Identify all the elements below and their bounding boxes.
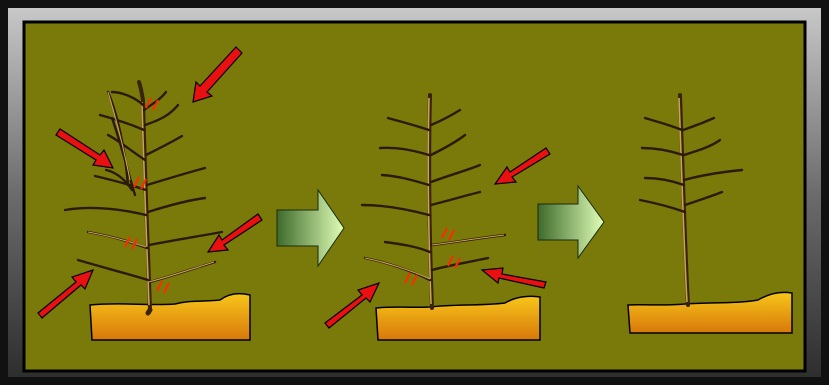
arrow-lower-right <box>480 267 547 289</box>
pointer-arrows <box>37 46 263 319</box>
panel-before-pruning <box>37 46 263 341</box>
soil-mound <box>375 295 541 341</box>
arrow-lower-left <box>37 269 95 319</box>
tree-branches <box>638 116 744 214</box>
pointer-arrows <box>324 147 551 329</box>
arrow-mid-right <box>206 213 263 253</box>
arrow-upper-right <box>493 147 551 185</box>
tree-trunk <box>427 93 434 310</box>
arrow-top-right <box>192 46 243 103</box>
panel-after-pruning <box>627 93 793 334</box>
transition-arrow-2 <box>537 184 605 260</box>
arrow-upper-left <box>55 128 115 169</box>
soil-mound <box>627 291 793 334</box>
panel-second-stage <box>324 93 551 341</box>
transition-arrow-1 <box>276 188 345 268</box>
arrow-lower-left <box>324 281 381 329</box>
soil-mound <box>89 292 251 341</box>
